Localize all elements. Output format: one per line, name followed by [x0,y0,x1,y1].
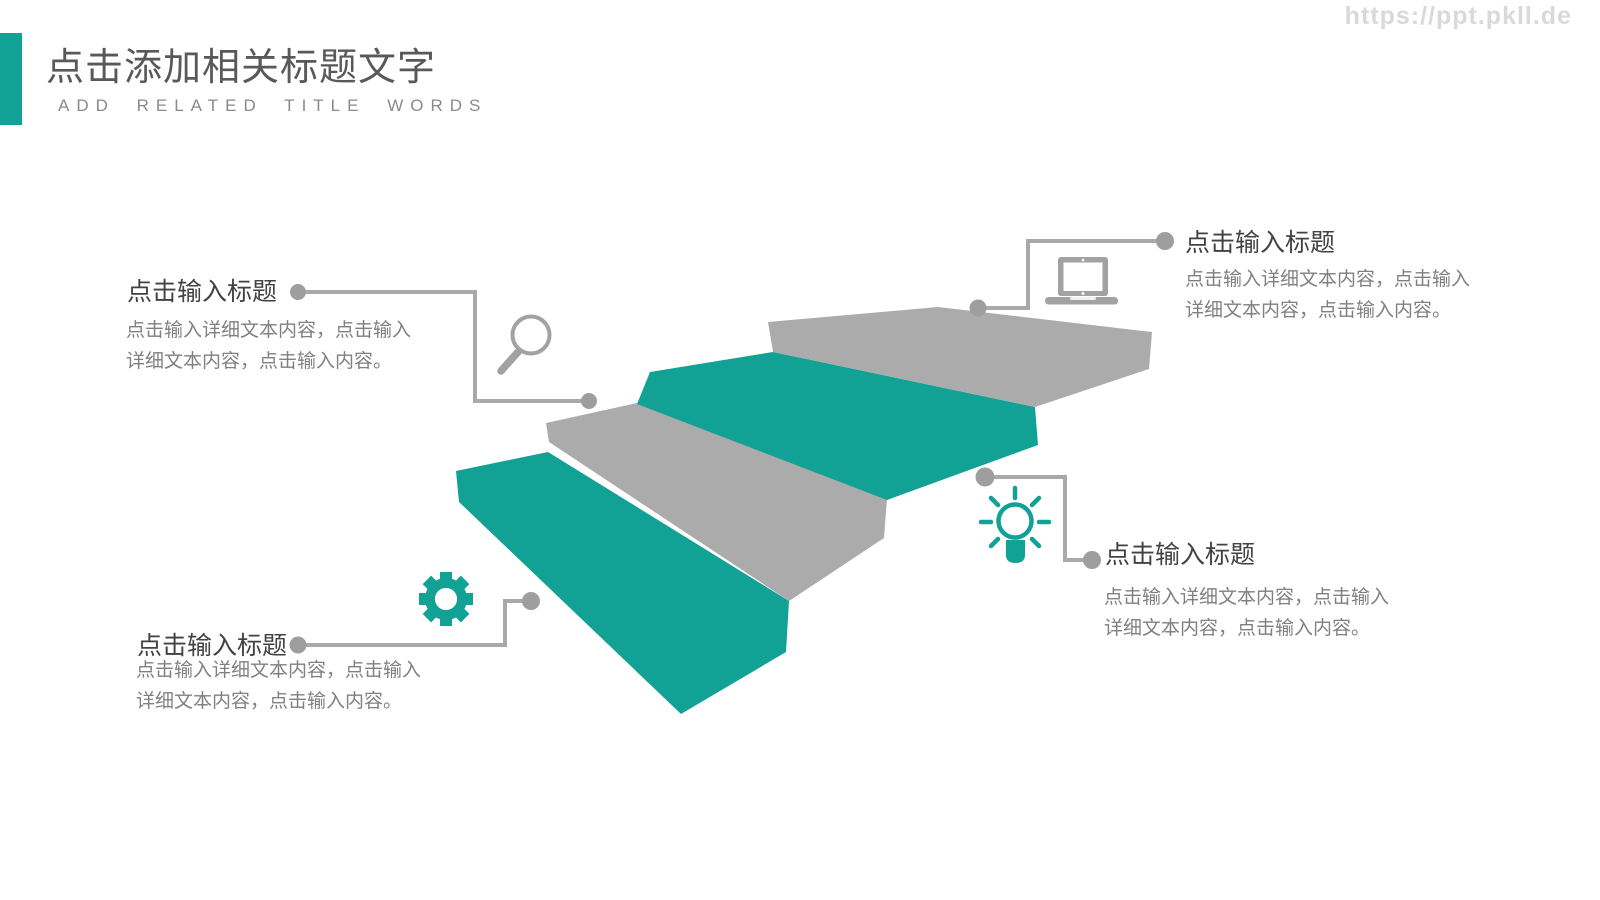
connector-top-left [290,284,597,409]
body-line: 详细文本内容，点击输入内容。 [1185,300,1452,321]
stair-step-2 [637,352,1038,500]
connector-dot [1083,551,1101,569]
callout-top-left-title[interactable]: 点击输入标题 [127,278,278,306]
body-line: 详细文本内容，点击输入内容。 [1104,618,1371,639]
connector-dot [581,393,597,409]
laptop-icon [1045,257,1118,305]
connector-dot [290,284,306,300]
connector-dot [522,592,540,610]
watermark-url: https://ppt.pkll.de [1344,2,1572,30]
connector-top-right [969,232,1174,317]
callout-bottom-right-title[interactable]: 点击输入标题 [1105,541,1256,569]
magnifier-icon [497,314,552,375]
callout-top-right-body[interactable]: 点击输入详细文本内容，点击输入 详细文本内容，点击输入内容。 [1185,264,1470,326]
page-subtitle[interactable]: ADD RELATED TITLE WORDS [58,96,488,115]
body-line: 点击输入详细文本内容，点击输入 [126,320,412,341]
body-line: 点击输入详细文本内容，点击输入 [136,660,422,681]
connector-dot [1156,232,1174,250]
page-title[interactable]: 点击添加相关标题文字 [46,47,437,89]
accent-bar [0,33,22,125]
stair-step-1 [768,307,1152,407]
body-line: 详细文本内容，点击输入内容。 [126,351,393,372]
callout-bottom-left-title[interactable]: 点击输入标题 [137,632,288,660]
connector-dot [289,636,307,654]
callout-top-left-body[interactable]: 点击输入详细文本内容，点击输入 详细文本内容，点击输入内容。 [126,315,411,377]
connector-dot [969,299,987,317]
gear-icon [419,572,473,626]
body-line: 点击输入详细文本内容，点击输入 [1104,587,1390,608]
connector-bottom-right [975,467,1101,569]
callout-top-right-title[interactable]: 点击输入标题 [1185,229,1336,257]
stair-step-4 [456,452,789,714]
connector-bottom-left [289,592,540,654]
stair-step-3 [546,403,887,601]
connector-dot [975,467,995,487]
body-line: 详细文本内容，点击输入内容。 [136,691,403,712]
callout-bottom-right-body[interactable]: 点击输入详细文本内容，点击输入 详细文本内容，点击输入内容。 [1104,582,1389,644]
callout-bottom-left-body[interactable]: 点击输入详细文本内容，点击输入 详细文本内容，点击输入内容。 [136,655,421,717]
body-line: 点击输入详细文本内容，点击输入 [1185,269,1471,290]
lightbulb-icon [978,485,1052,563]
